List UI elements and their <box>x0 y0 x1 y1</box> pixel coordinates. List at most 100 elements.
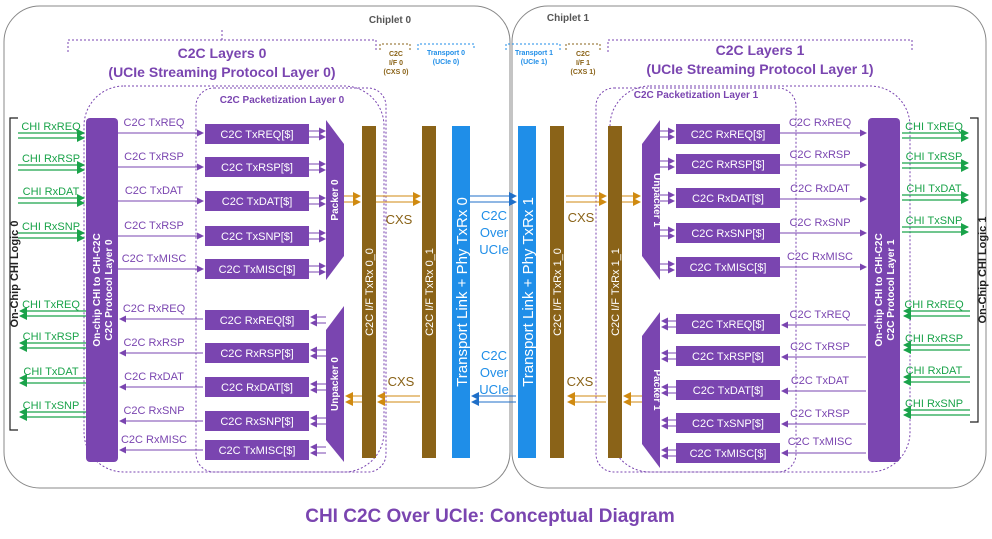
if-bar-1-0 <box>550 126 564 458</box>
c2c-buffer <box>676 188 780 208</box>
c2c-wire-label: C2C RxDAT <box>790 183 850 195</box>
chi-signals-0: CHI RxREQ CHI RxRSP CHI RxDAT CHI RxSNP … <box>18 121 86 421</box>
c2c-wire-label: C2C TxREQ <box>124 117 185 129</box>
chi-signal-label: CHI RxSNP <box>22 221 80 233</box>
over-label-top-1: C2C <box>481 208 507 223</box>
transport-0-line-2: (UCIe 0) <box>433 59 459 66</box>
chi-signal-label: CHI RxREQ <box>904 299 964 311</box>
if-0-bracket <box>379 43 411 50</box>
layers-0-subtitle: (UCIe Streaming Protocol Layer 0) <box>108 64 335 80</box>
transport-bar-0 <box>452 126 470 458</box>
if-bar-0-0-label: C2C I/F TxRx 0_0 <box>364 248 376 336</box>
c2c-wire-label: C2C RxSNP <box>123 405 184 417</box>
c2c-buffer-label: C2C RxRSP[$] <box>691 159 764 171</box>
if-bar-1-1-label: C2C I/F TxRx 1_1 <box>610 248 622 336</box>
unpacker-0 <box>326 306 344 462</box>
chiplet-1-name: Chiplet 1 <box>547 13 590 24</box>
c2c-wire-label: C2C TxMISC <box>122 253 187 265</box>
unpacker-1 <box>642 120 660 280</box>
chi-signal-label: CHI TxREQ <box>22 299 80 311</box>
tx-path-0: C2C TxREQ C2C TxRSP C2C TxDAT C2C TxRSP … <box>118 117 326 279</box>
over-label-top-3: UCIe <box>479 242 509 257</box>
c2c-wire-label: C2C RxSNP <box>789 217 850 229</box>
chi-signal-label: CHI RxDAT <box>23 186 80 198</box>
c2c-buffer-label: C2C RxSNP[$] <box>691 228 764 240</box>
c2c-buffer <box>676 380 780 400</box>
chi-signal-label: CHI TxRSP <box>906 151 963 163</box>
protocol-block-0 <box>86 118 118 462</box>
transport-bar-1-label: Transport Link + Phy TxRx 1 <box>520 197 537 387</box>
packer-1-label: Packer 1 <box>651 369 662 411</box>
c2c-wire-label: C2C TxRSP <box>790 408 850 420</box>
c2c-buffer-label: C2C TxMISC[$] <box>690 448 767 460</box>
c2c-buffer-label: C2C RxDAT[$] <box>221 382 293 394</box>
layers-1-bracket <box>607 39 913 52</box>
c2c-buffer <box>676 124 780 144</box>
if-1-bracket <box>565 43 601 50</box>
chiplet-1-outline <box>511 5 987 489</box>
if-1-line-3: (CXS 1) <box>571 69 596 76</box>
c2c-buffer-label: C2C TxMISC[$] <box>690 262 767 274</box>
packetization-0-title: C2C Packetization Layer 0 <box>220 95 345 106</box>
rx-path-0: C2C RxREQ C2C RxRSP C2C RxDAT C2C RxSNP … <box>119 303 326 460</box>
packer-0 <box>326 120 344 280</box>
c2c-buffer <box>676 314 780 334</box>
c2c-buffer <box>676 443 780 463</box>
transport-1-line-2: (UCIe 1) <box>521 59 547 66</box>
c2c-buffer-label: C2C TxSNP[$] <box>692 418 764 430</box>
chi-signal-label: CHI TxDAT <box>23 366 78 378</box>
c2c-buffer-label: C2C RxRSP[$] <box>220 348 293 360</box>
if-1-line-1: C2C <box>576 51 590 58</box>
c2c-buffer <box>205 157 309 177</box>
if-bar-0-0 <box>362 126 376 458</box>
c2c-buffer-label: C2C TxDAT[$] <box>222 196 293 208</box>
c2c-wire-label: C2C RxMISC <box>787 251 853 263</box>
transport-bar-1 <box>518 126 536 458</box>
c2c-buffer-label: C2C TxMISC[$] <box>219 445 296 457</box>
if-bar-0-1-label: C2C I/F TxRx 0_1 <box>424 248 436 336</box>
c2c-wire-label: C2C TxRSP <box>124 220 184 232</box>
c2c-buffer-label: C2C TxRSP[$] <box>692 351 764 363</box>
chi-signal-label: CHI RxRSP <box>22 153 80 165</box>
if-0-line-2: I/F 0 <box>389 60 403 67</box>
chi-signal-label: CHI TxSNP <box>906 215 963 227</box>
chi-signal-label: CHI TxRSP <box>23 331 80 343</box>
c2c-buffer-label: C2C TxSNP[$] <box>221 231 293 243</box>
if-bar-0-1 <box>422 126 436 458</box>
c2c-buffer <box>205 310 309 330</box>
chiplet-0-name: Chiplet 0 <box>369 15 412 26</box>
transport-1-bracket <box>505 43 561 50</box>
c2c-buffer-label: C2C TxDAT[$] <box>693 385 764 397</box>
protocol-block-0-line-1: On-chip CHI to CHI-C2C <box>92 233 103 346</box>
packetization-0-region <box>195 87 387 473</box>
chi-signal-label: CHI RxSNP <box>905 398 963 410</box>
c2c-buffer <box>676 413 780 433</box>
over-label-bottom-1: C2C <box>481 348 507 363</box>
c2c-buffer <box>676 223 780 243</box>
c2c-buffer-label: C2C TxRSP[$] <box>221 162 293 174</box>
layers-1-title: C2C Layers 1 <box>716 42 805 58</box>
c2c-buffer <box>205 377 309 397</box>
cxs-label-1-rx: CXS <box>567 374 594 389</box>
c2c-buffer <box>205 343 309 363</box>
if-0-line-3: (CXS 0) <box>384 69 409 76</box>
unpacker-1-label: Unpacker 1 <box>651 173 662 227</box>
cxs-label-1-tx: CXS <box>568 210 595 225</box>
logic-1-label: On-Chip CHI Logic 1 <box>977 217 989 324</box>
if-1-line-2: I/F 1 <box>576 60 590 67</box>
chi-signal-label: CHI RxDAT <box>906 365 963 377</box>
rx-path-1: C2C RxREQ[$] C2C RxRSP[$] C2C RxDAT[$] C… <box>660 117 867 277</box>
transport-bar-0-label: Transport Link + Phy TxRx 0 <box>454 197 471 387</box>
over-label-bottom-3: UCIe <box>479 382 509 397</box>
c2c-wire-label: C2C RxMISC <box>121 434 187 446</box>
packetization-1-region <box>595 87 797 473</box>
c2c-buffer <box>205 259 309 279</box>
c2c-wire-label: C2C TxRSP <box>790 341 850 353</box>
c2c-buffer-label: C2C TxREQ[$] <box>220 129 293 141</box>
c2c-buffer-label: C2C RxSNP[$] <box>220 416 293 428</box>
logic-1-bracket <box>970 117 979 423</box>
if-0-line-1: C2C <box>389 51 403 58</box>
transport-0-line-1: Transport 0 <box>427 50 465 57</box>
tx-path-1: C2C TxREQ C2C TxRSP C2C TxDAT C2C TxRSP … <box>661 309 866 463</box>
